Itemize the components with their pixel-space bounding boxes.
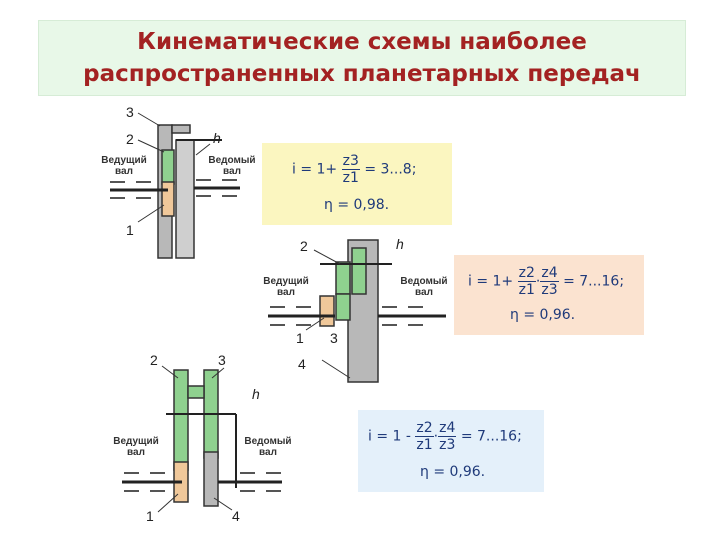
scheme-3-planet-link bbox=[187, 385, 205, 399]
scheme-2-label-gear-3: 3 bbox=[330, 330, 338, 346]
scheme-1-drawing bbox=[110, 112, 240, 259]
page-title-line-2: распространенных планетарных передач bbox=[83, 61, 641, 87]
scheme-2-drawing bbox=[268, 239, 446, 383]
scheme-2-label-gear-4: 4 bbox=[298, 356, 306, 372]
scheme-3-planet-gear-2 bbox=[173, 369, 189, 471]
scheme-2-label-sun-gear: 1 bbox=[296, 330, 304, 346]
scheme-3-efficiency: η = 0,96. bbox=[420, 464, 486, 480]
page-title-line-1: Кинематические схемы наиболее bbox=[137, 29, 587, 55]
scheme-3-label-planet-gear-2: 2 bbox=[150, 352, 158, 368]
scheme-1-label-sun-gear: 1 bbox=[126, 222, 134, 238]
scheme-2-efficiency: η = 0,96. bbox=[510, 307, 576, 323]
scheme-3-label-gear-4: 4 bbox=[232, 508, 240, 524]
scheme-3-driven-gear bbox=[203, 451, 219, 507]
scheme-2-label-planet-gear: 2 bbox=[300, 238, 308, 254]
scheme-3-label-sun-gear: 1 bbox=[146, 508, 154, 524]
scheme-1-planet-gear bbox=[161, 149, 175, 185]
scheme-1-label-planet-gear: 2 bbox=[126, 131, 134, 147]
title-banner: Кинематические схемы наиболее распростра… bbox=[38, 20, 686, 96]
scheme-2-sun-gear bbox=[319, 295, 335, 327]
scheme-3-label-planet-gear-3: 3 bbox=[218, 352, 226, 368]
scheme-1-carrier-body bbox=[175, 139, 195, 259]
scheme-3-label-carrier: h bbox=[252, 386, 260, 402]
scheme-2-planet-gear-b bbox=[351, 247, 367, 295]
scheme-2-label-carrier: h bbox=[396, 236, 404, 252]
scheme-2-planet-gear-c bbox=[335, 293, 351, 321]
scheme-1-ring-gear-cap bbox=[171, 124, 191, 134]
scheme-1-sun-gear bbox=[161, 181, 175, 217]
scheme-1-label-ring-gear: 3 bbox=[126, 104, 134, 120]
scheme-1-label-carrier: h bbox=[213, 130, 221, 146]
scheme-2-planet-gear-a bbox=[335, 261, 351, 295]
scheme-1-efficiency: η = 0,98. bbox=[324, 197, 390, 213]
scheme-3-drawing bbox=[122, 365, 282, 513]
